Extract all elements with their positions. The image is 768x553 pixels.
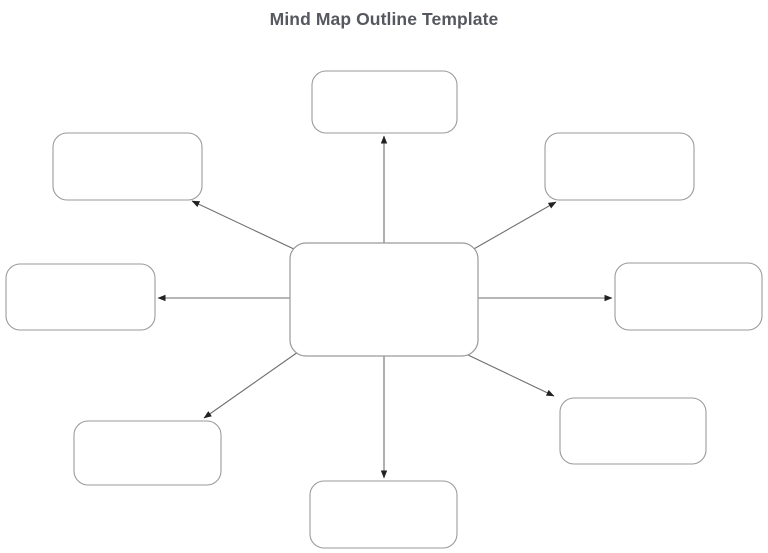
node-bottom[interactable] xyxy=(309,480,458,549)
node-top-left[interactable] xyxy=(52,132,203,201)
central-node-shape[interactable] xyxy=(289,242,479,357)
connector-bottom-left xyxy=(203,351,299,419)
central-node[interactable] xyxy=(289,242,479,357)
node-right-shape[interactable] xyxy=(614,262,763,331)
node-top-right-shape[interactable] xyxy=(544,132,695,201)
node-top-left-shape[interactable] xyxy=(52,132,203,201)
connector-top-left xyxy=(191,200,297,251)
node-top[interactable] xyxy=(311,70,458,134)
connector-bottom-right xyxy=(467,354,555,397)
node-bottom-shape[interactable] xyxy=(309,480,458,549)
connector-top-right xyxy=(471,201,557,251)
node-bottom-right-shape[interactable] xyxy=(559,397,707,465)
page-title: Mind Map Outline Template xyxy=(269,9,499,29)
node-bottom-left-shape[interactable] xyxy=(73,420,222,486)
node-top-right[interactable] xyxy=(544,132,695,201)
node-layer xyxy=(5,70,763,549)
node-bottom-right[interactable] xyxy=(559,397,707,465)
node-right[interactable] xyxy=(614,262,763,331)
connector-layer xyxy=(157,135,613,479)
node-left-shape[interactable] xyxy=(5,263,156,331)
node-bottom-left[interactable] xyxy=(73,420,222,486)
node-left[interactable] xyxy=(5,263,156,331)
node-top-shape[interactable] xyxy=(311,70,458,134)
